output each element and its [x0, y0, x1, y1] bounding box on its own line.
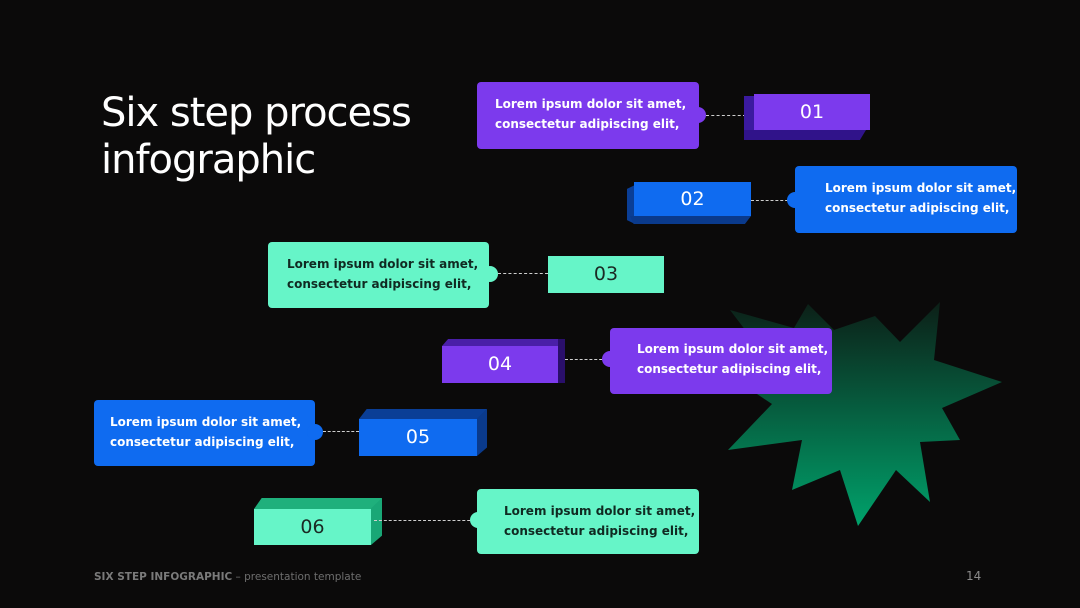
step-1-connector-dot: [690, 107, 706, 123]
step-5-box-side: [477, 409, 487, 456]
step-6-text-line-2: consectetur adipiscing elit,: [504, 524, 689, 538]
step-2-number-box: 02: [634, 182, 751, 216]
step-2-box-bottom: [630, 216, 751, 224]
step-2-text-line-2: consectetur adipiscing elit,: [825, 201, 1010, 215]
step-5-number-box: 05: [359, 419, 477, 456]
step-4-box-side: [558, 339, 565, 383]
step-3-text-line-2: consectetur adipiscing elit,: [287, 277, 472, 291]
footer-bold-text: SIX STEP INFOGRAPHIC: [94, 571, 233, 583]
step-4-text-line-1: Lorem ipsum dolor sit amet,: [637, 342, 829, 356]
step-6-text-line-1: Lorem ipsum dolor sit amet,: [504, 504, 696, 518]
step-4-number-box: 04: [442, 346, 558, 383]
step-6-card: Lorem ipsum dolor sit amet, consectetur …: [477, 489, 699, 554]
step-6-connector-line: [374, 520, 480, 521]
step-2-connector-line: [751, 200, 793, 201]
step-5-text-line-1: Lorem ipsum dolor sit amet,: [110, 415, 302, 429]
footer-caption: SIX STEP INFOGRAPHIC – presentation temp…: [94, 571, 361, 583]
step-2-card: Lorem ipsum dolor sit amet, consectetur …: [795, 166, 1017, 233]
starburst-shape: [718, 302, 1002, 526]
step-4-text-line-2: consectetur adipiscing elit,: [637, 362, 822, 376]
step-2-box-side: [627, 185, 635, 224]
step-1-box-bottom: [744, 130, 866, 140]
step-1-card: Lorem ipsum dolor sit amet, consectetur …: [477, 82, 699, 149]
page-title: Six step process infographic: [101, 90, 412, 184]
step-6-number-box: 06: [254, 509, 371, 545]
step-5-card: Lorem ipsum dolor sit amet, consectetur …: [94, 400, 315, 466]
step-5-connector-line: [323, 431, 359, 432]
step-3-card: Lorem ipsum dolor sit amet, consectetur …: [268, 242, 489, 308]
step-6-box-top: [254, 498, 382, 509]
step-5-box-top: [359, 409, 487, 419]
step-3-number-box: 03: [548, 256, 664, 293]
step-2-text-line-1: Lorem ipsum dolor sit amet,: [825, 181, 1017, 195]
title-line-2: infographic: [101, 137, 316, 183]
step-1-connector-line: [706, 115, 746, 116]
step-4-card: Lorem ipsum dolor sit amet, consectetur …: [610, 328, 832, 394]
step-1-text-line-2: consectetur adipiscing elit,: [495, 117, 680, 131]
step-5-text-line-2: consectetur adipiscing elit,: [110, 435, 295, 449]
step-5-connector-dot: [307, 424, 323, 440]
step-1-number-box: 01: [754, 94, 870, 130]
step-6-box-side: [371, 498, 382, 545]
step-4-box-top: [442, 339, 564, 346]
step-1-text-line-1: Lorem ipsum dolor sit amet,: [495, 97, 687, 111]
step-4-connector-line: [565, 359, 607, 360]
page-number: 14: [966, 569, 982, 583]
footer-rest-text: – presentation template: [232, 571, 362, 583]
step-3-text-line-1: Lorem ipsum dolor sit amet,: [287, 257, 479, 271]
title-line-1: Six step process: [101, 90, 412, 136]
step-1-box-side: [744, 96, 754, 140]
step-3-connector-dot: [482, 266, 498, 282]
step-3-connector-line: [498, 273, 548, 274]
